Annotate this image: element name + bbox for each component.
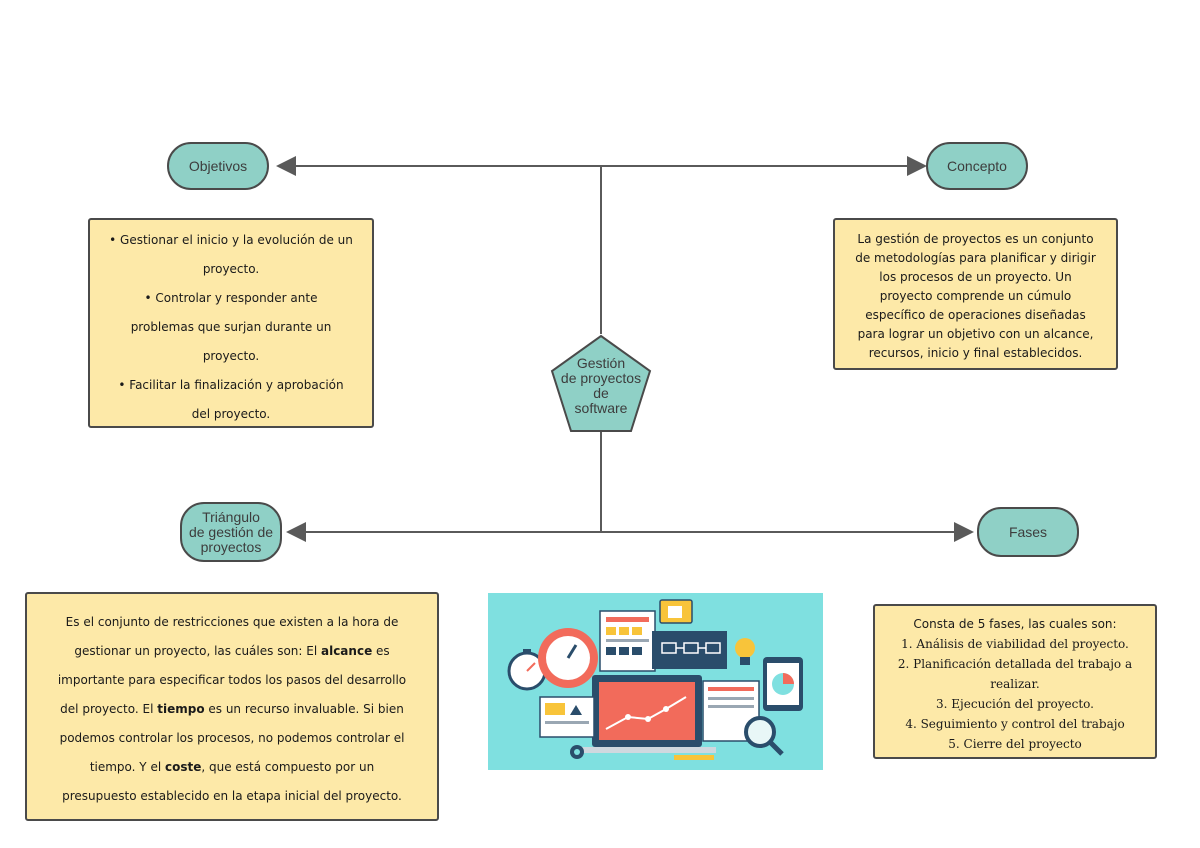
- fases-description-box: Consta de 5 fases, las cuales son: 1. An…: [873, 604, 1157, 759]
- concepto-line: para lograr un objetivo con un alcance,: [857, 327, 1094, 341]
- illustration-graphic: [507, 599, 803, 760]
- triangulo-text: tiempo. Y el: [89, 760, 165, 774]
- pentagon-shape: [550, 334, 652, 432]
- node-concepto[interactable]: Concepto: [926, 142, 1028, 190]
- objetivos-line: • Gestionar el inicio y la evolución de …: [109, 233, 353, 247]
- fases-line: 2. Planificación detallada del trabajo a: [897, 657, 1133, 671]
- triangulo-text: del proyecto. El: [60, 702, 158, 716]
- triangulo-line: presupuesto establecido en la etapa inic…: [62, 789, 402, 803]
- concepto-line: de metodologías para planificar y dirigi…: [855, 251, 1096, 265]
- triangulo-text: es: [372, 644, 390, 658]
- objetivos-line: del proyecto.: [191, 407, 271, 421]
- triangulo-label-line: de gestión de: [188, 523, 274, 540]
- concepto-line: La gestión de proyectos es un conjunto: [857, 232, 1094, 246]
- triangulo-text: gestionar un proyecto, las cuáles son: E…: [74, 644, 321, 658]
- objetivos-line: • Controlar y responder ante: [144, 291, 318, 305]
- objetivos-description-box: • Gestionar el inicio y la evolución de …: [88, 218, 374, 428]
- triangulo-line: importante para especificar todos los pa…: [57, 673, 407, 687]
- node-objetivos-label: Objetivos: [188, 157, 248, 174]
- central-label-line: software: [574, 400, 628, 416]
- triangulo-line: tiempo. Y el coste, que está compuesto p…: [27, 753, 437, 782]
- keyword-tiempo: tiempo: [157, 702, 205, 716]
- pencil-icon: [674, 755, 714, 760]
- concepto-line: recursos, inicio y final establecidos.: [868, 346, 1083, 360]
- project-management-illustration: [488, 593, 823, 770]
- objetivos-line: • Facilitar la finalización y aprobación: [118, 378, 344, 392]
- node-objetivos[interactable]: Objetivos: [167, 142, 269, 190]
- triangulo-label-line: proyectos: [200, 538, 262, 555]
- fases-intro: Consta de 5 fases, las cuales son:: [913, 617, 1117, 631]
- fases-line: 3. Ejecución del proyecto.: [936, 697, 1094, 711]
- concepto-line: los procesos de un proyecto. Un: [879, 270, 1072, 284]
- triangulo-label-line: Triángulo: [202, 508, 260, 525]
- concepto-line: específico de operaciones diseñadas: [865, 308, 1086, 322]
- triangulo-line: podemos controlar los procesos, no podem…: [59, 731, 405, 745]
- objetivos-line: problemas que surjan durante un: [130, 320, 332, 334]
- central-topic-label: Gestión de proyectos de software: [550, 356, 652, 416]
- magnifier-icon: [744, 716, 776, 748]
- keyword-alcance: alcance: [320, 644, 373, 658]
- fases-line: 4. Seguimiento y control del trabajo: [905, 717, 1125, 731]
- objetivos-line: proyecto.: [202, 349, 260, 363]
- fases-line: 5. Cierre del proyecto: [948, 737, 1082, 751]
- central-label-line: de proyectos: [560, 370, 642, 386]
- triangulo-line: gestionar un proyecto, las cuáles son: E…: [27, 637, 437, 666]
- flowchart-panel: [652, 631, 727, 669]
- node-concepto-label: Concepto: [947, 157, 1007, 174]
- central-label-line: de: [593, 385, 609, 401]
- triangulo-line: del proyecto. El tiempo es un recurso in…: [27, 695, 437, 724]
- objetivos-line: proyecto.: [202, 262, 260, 276]
- triangulo-line: Es el conjunto de restricciones que exis…: [65, 615, 399, 629]
- triangulo-description-box: Es el conjunto de restricciones que exis…: [25, 592, 439, 821]
- central-topic[interactable]: Gestión de proyectos de software: [550, 334, 652, 434]
- node-fases[interactable]: Fases: [977, 507, 1079, 557]
- fases-line: 1. Análisis de viabilidad del proyecto.: [901, 637, 1129, 651]
- node-fases-label: Fases: [1008, 523, 1048, 540]
- central-label-line: Gestión: [576, 355, 626, 371]
- concepto-line: proyecto comprende un cúmulo: [879, 289, 1072, 303]
- fases-line: realizar.: [990, 677, 1040, 691]
- node-triangulo[interactable]: Triángulo de gestión de proyectos: [180, 502, 282, 562]
- lightbulb-icon: [735, 638, 755, 658]
- triangulo-text: , que está compuesto por un: [201, 760, 375, 774]
- triangulo-text: es un recurso invaluable. Si bien: [204, 702, 404, 716]
- concepto-description-box: La gestión de proyectos es un conjunto d…: [833, 218, 1118, 370]
- keyword-coste: coste: [164, 760, 202, 774]
- node-triangulo-label: Triángulo de gestión de proyectos: [188, 508, 274, 555]
